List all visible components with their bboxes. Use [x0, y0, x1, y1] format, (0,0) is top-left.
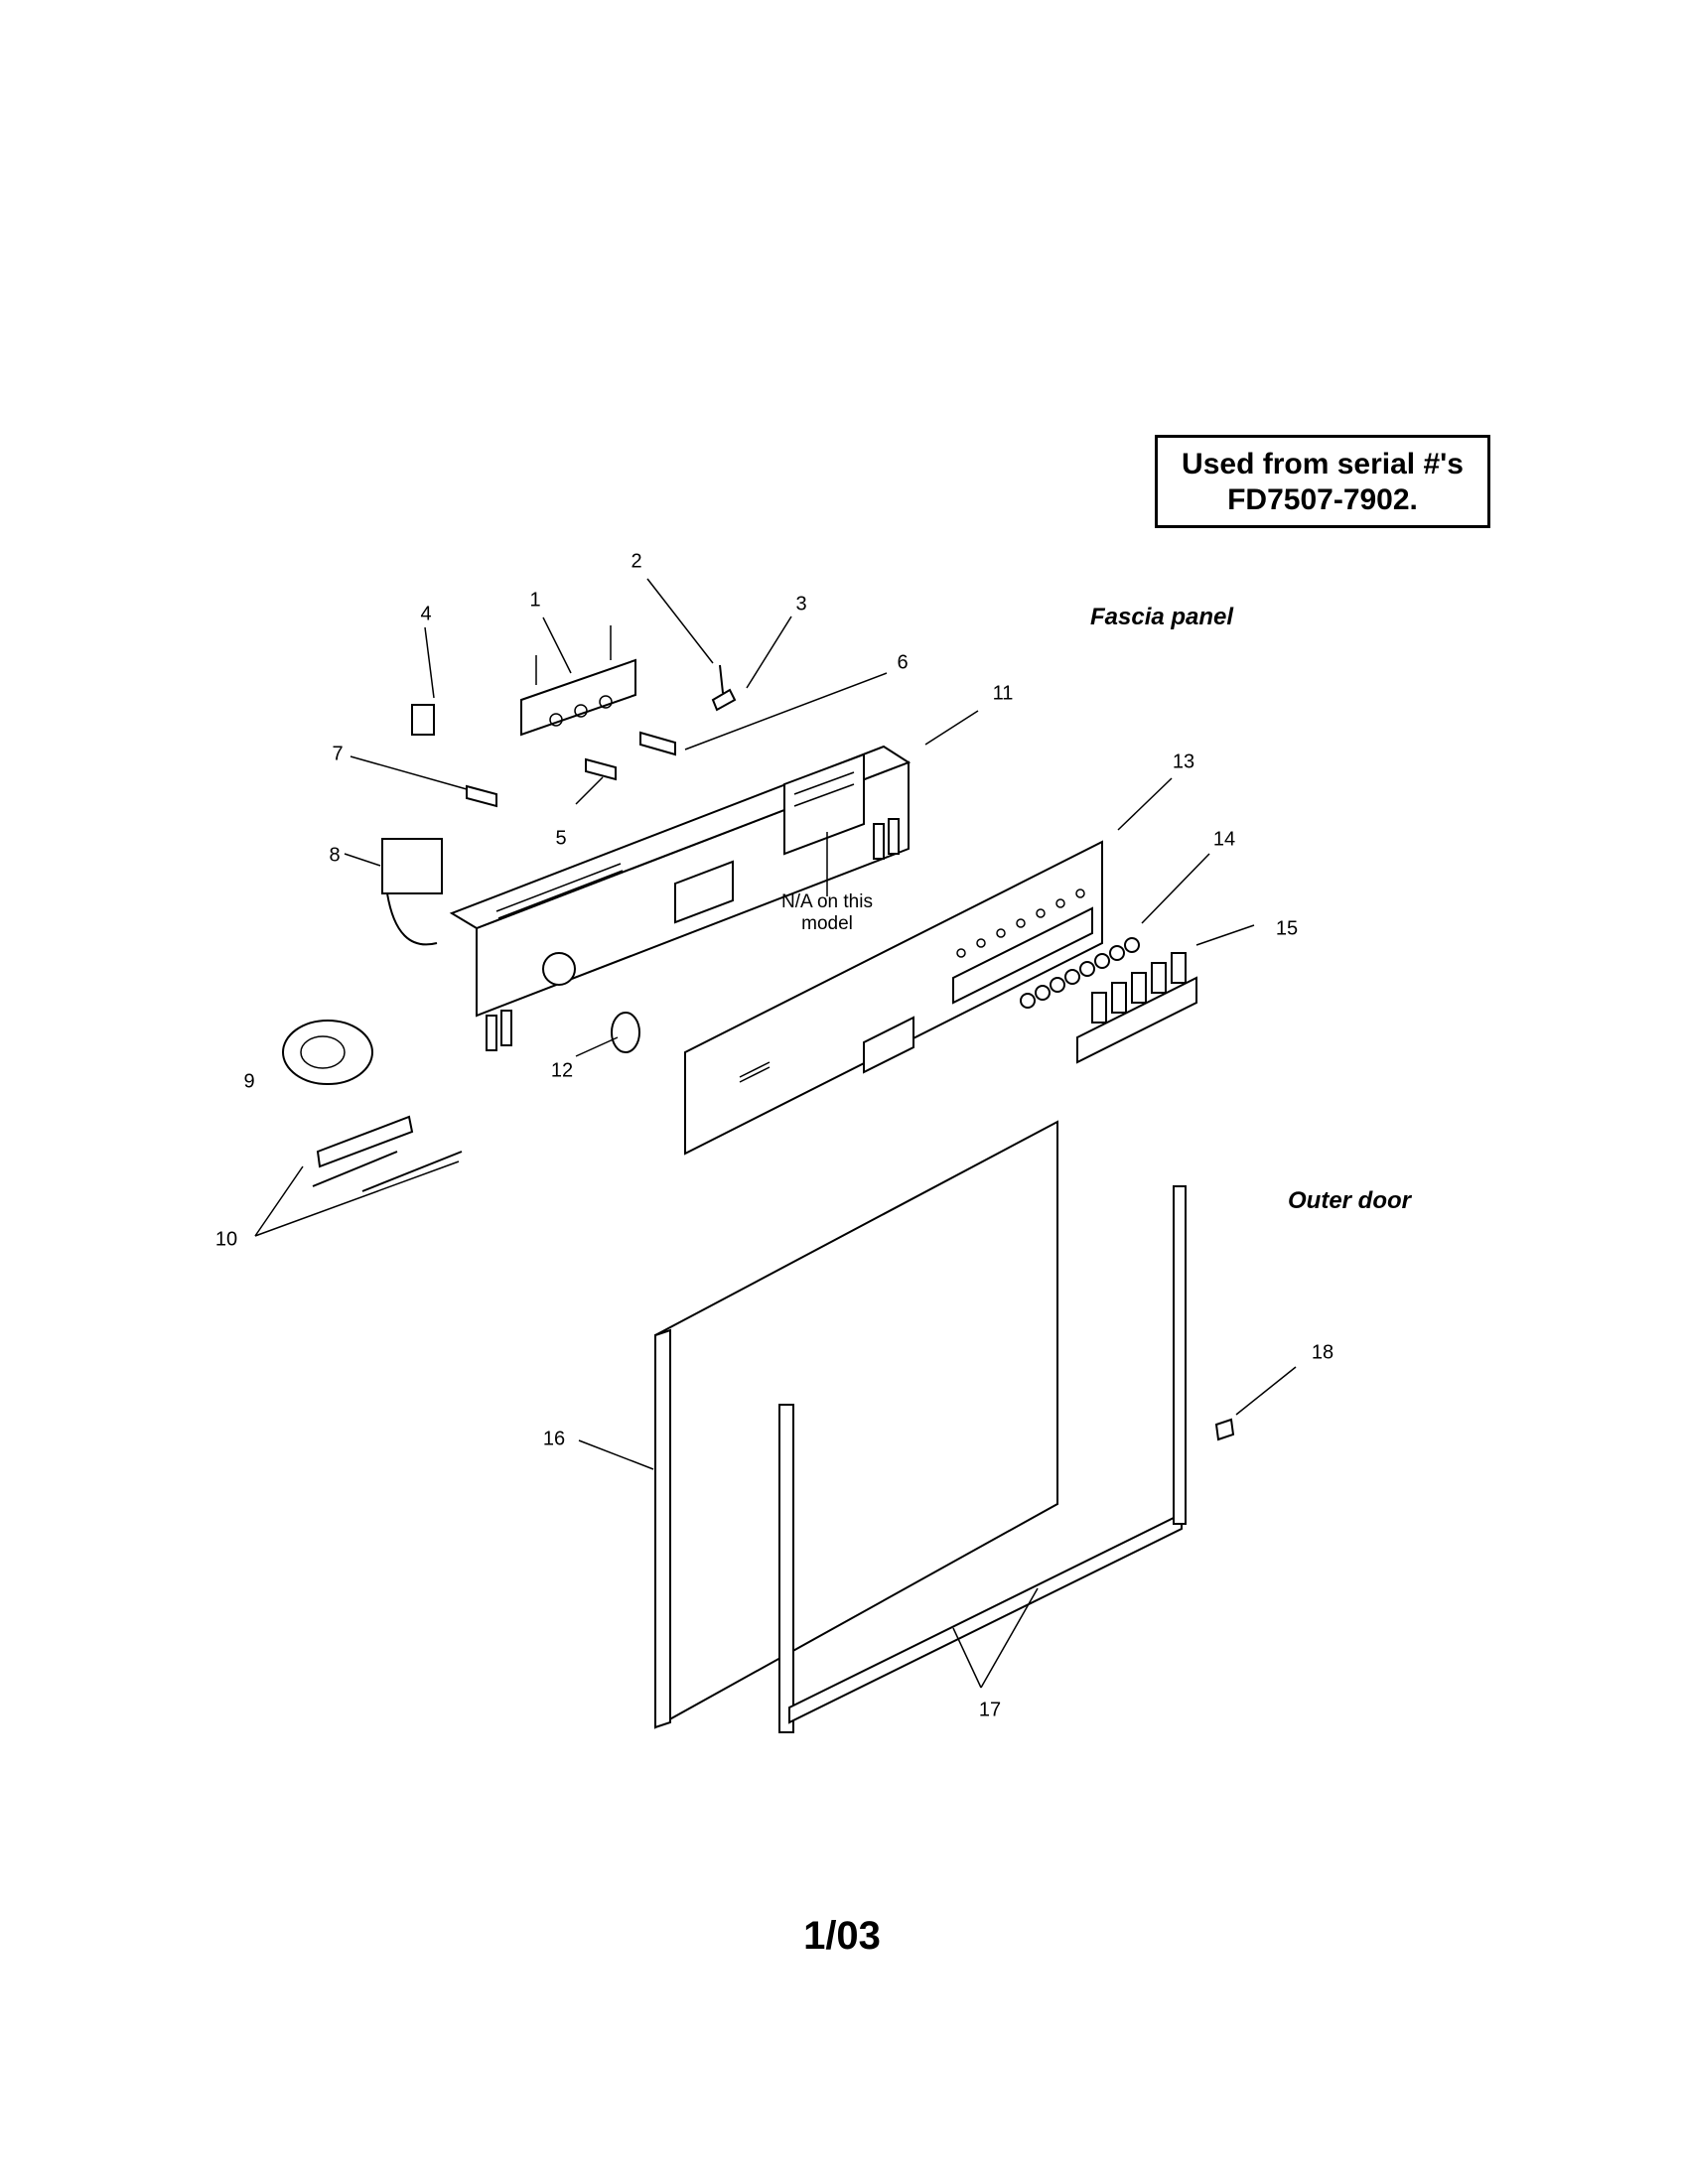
part-number-15: 15	[1275, 917, 1299, 940]
part-number-2: 2	[631, 550, 642, 573]
part-number-8: 8	[329, 844, 341, 867]
serial-line-1: Used from serial #'s	[1182, 448, 1464, 480]
part-number-3: 3	[795, 593, 807, 615]
leader-lines	[254, 578, 1297, 1689]
part-number-1: 1	[529, 589, 541, 612]
page-footer-date: 1/03	[803, 1914, 881, 1958]
section-label-fascia: Fascia panel	[1090, 604, 1234, 630]
serial-line-2: FD7507-7902.	[1227, 483, 1418, 516]
part-number-18: 18	[1311, 1341, 1334, 1364]
part-number-13: 13	[1172, 751, 1195, 773]
part-number-16: 16	[542, 1428, 566, 1450]
part-number-14: 14	[1212, 828, 1236, 851]
section-label-door: Outer door	[1288, 1187, 1411, 1214]
part-number-17: 17	[978, 1699, 1002, 1721]
fascia-panel-drawing	[449, 745, 912, 1051]
small-parts-drawing	[282, 625, 1235, 1441]
trim-panel-drawing	[684, 840, 1103, 1156]
na-note-line-2: model	[801, 913, 853, 934]
buttons-drawing	[1020, 937, 1197, 1064]
part-number-4: 4	[420, 603, 432, 625]
part-number-6: 6	[897, 651, 909, 674]
outer-door-drawing	[654, 1120, 1187, 1733]
na-note: N/A on this model	[781, 891, 873, 935]
part-number-5: 5	[555, 827, 567, 850]
part-number-7: 7	[332, 743, 344, 765]
part-number-10: 10	[214, 1228, 238, 1251]
part-number-9: 9	[243, 1070, 255, 1093]
serial-number-box: Used from serial #'s FD7507-7902.	[1155, 435, 1490, 528]
na-note-line-1: N/A on this	[781, 891, 873, 912]
part-number-11: 11	[992, 682, 1014, 705]
part-number-12: 12	[550, 1059, 574, 1082]
